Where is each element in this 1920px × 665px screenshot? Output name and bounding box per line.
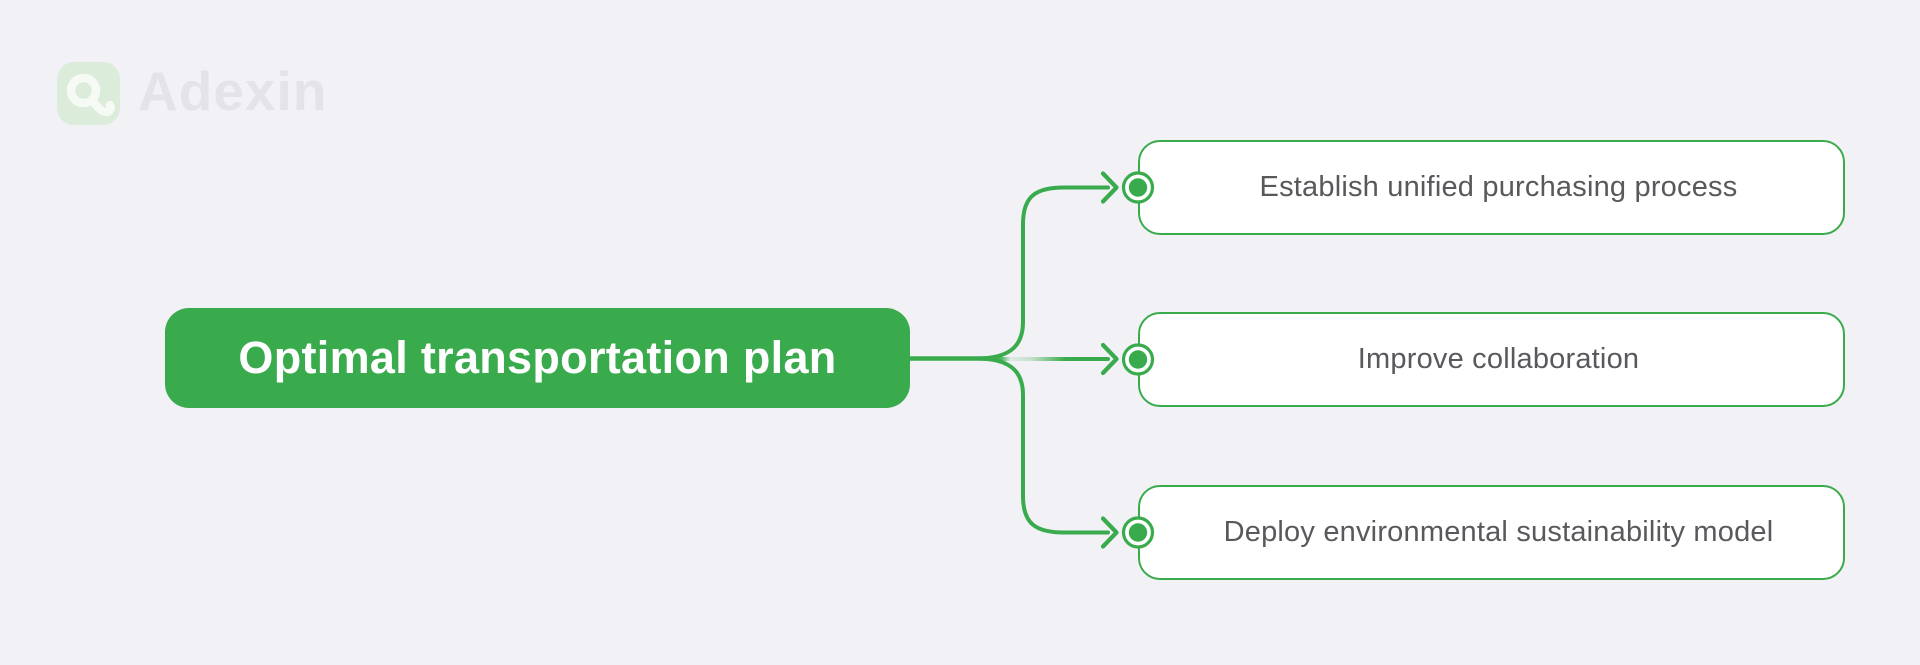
- child-node-establish-unified-purchasing-process: Establish unified purchasing process: [1138, 140, 1845, 235]
- child-node-deploy-environmental-sustainability-model: Deploy environmental sustainability mode…: [1138, 485, 1845, 580]
- child-node-improve-collaboration: Improve collaboration: [1138, 312, 1845, 407]
- child-node-label: Deploy environmental sustainability mode…: [1223, 516, 1774, 548]
- arrowhead-icon: [1100, 342, 1119, 376]
- child-node-label: Establish unified purchasing process: [1259, 171, 1738, 203]
- adexin-a-icon: [66, 73, 115, 117]
- connector-branch-bottom: [976, 356, 1110, 535]
- adexin-logo-text: Adexin: [138, 60, 328, 122]
- connector-branch-top: [976, 185, 1110, 361]
- adexin-logo: Adexin: [57, 62, 327, 125]
- root-node-optimal-transportation-plan: Optimal transportation plan: [165, 308, 910, 408]
- adexin-logo-icon: [57, 62, 120, 125]
- child-node-label: Improve collaboration: [1357, 343, 1640, 375]
- arrowhead-icon: [1100, 171, 1119, 204]
- root-node-label: Optimal transportation plan: [238, 332, 837, 383]
- arrowhead-icon: [1100, 516, 1119, 549]
